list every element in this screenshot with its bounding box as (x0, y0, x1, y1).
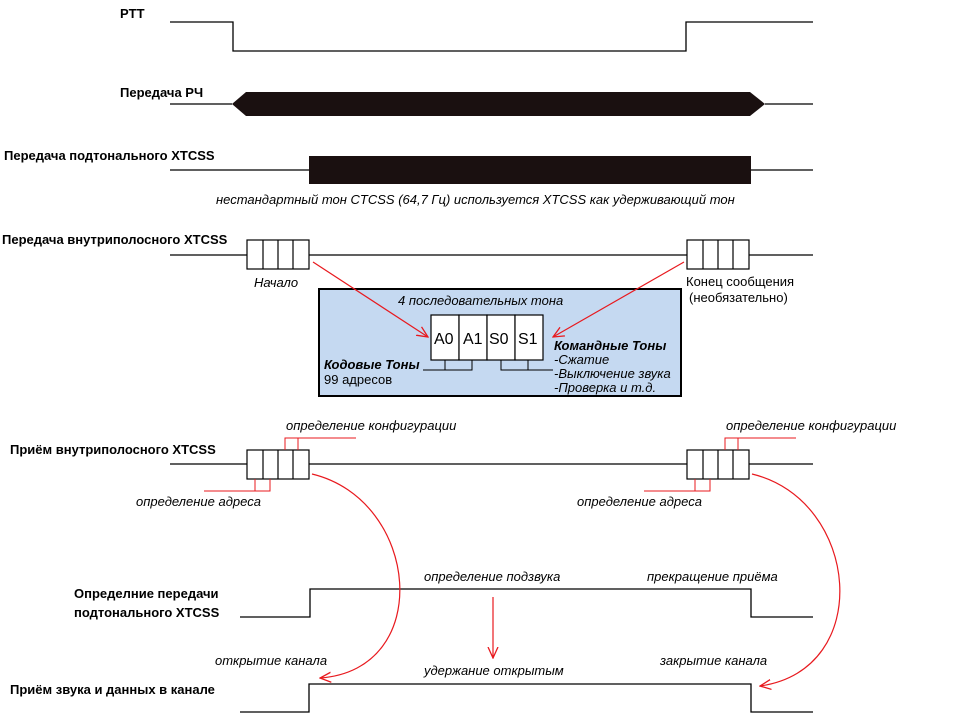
inband-tx-end-tone-block (686, 239, 750, 270)
address-note-left: определение адреса (136, 494, 261, 509)
code-tones-sub: 99 адресов (324, 372, 392, 387)
command-item-check: -Проверка и т.д. (554, 380, 656, 395)
inband-rx-label: Приём внутриполосного XTCSS (10, 442, 216, 457)
subtone-tx-label: Передача подтонального XTCSS (4, 148, 215, 163)
subtone-rx-waveform (240, 588, 813, 618)
open-channel-arrow (311, 473, 401, 678)
start-to-detail-arrow (312, 261, 428, 337)
end-to-detail-arrow (553, 261, 685, 337)
channel-open-note: открытие канала (215, 653, 327, 668)
address-bracket-right-inner (695, 479, 711, 492)
tone-detail-title: 4 последовательных тона (398, 293, 563, 308)
stop-rx-note: прекращение приёма (647, 569, 778, 584)
tone-s1: S1 (518, 331, 538, 348)
config-bracket-right (724, 437, 796, 450)
ptt-label: PTT (120, 6, 145, 21)
config-note-left: определение конфигурации (286, 418, 456, 433)
inband-tx-label: Передача внутриполосного XTCSS (2, 232, 228, 247)
subtone-rx-label-line2: подтонального XTCSS (74, 605, 220, 620)
subtone-tx-note: нестандартный тон CTCSS (64,7 Гц) исполь… (216, 192, 735, 207)
inband-rx-start-tone-block (246, 449, 310, 480)
channel-close-note: закрытие канала (659, 653, 767, 668)
inband-tx-end-note-line2: (необязательно) (689, 290, 788, 305)
channel-hold-note: удержание открытым (423, 663, 564, 678)
rf-tx-label: Передача РЧ (120, 85, 203, 100)
subtone-rx-label-line1: Определние передачи (74, 586, 219, 601)
channel-rx-label: Приём звука и данных в канале (10, 682, 215, 697)
address-note-right: определение адреса (577, 494, 702, 509)
code-tones-title: Кодовые Тоны (324, 357, 420, 372)
command-item-mute: -Выключение звука (554, 366, 671, 381)
tone-a0: A0 (434, 331, 454, 348)
address-bracket-left-inner (255, 479, 271, 492)
squelch-note: определение подзвука (424, 569, 560, 584)
inband-tx-end-note-line1: Конец сообщения (686, 274, 794, 289)
code-tones-bracket (444, 360, 473, 371)
inband-rx-end-tone-block (686, 449, 750, 480)
rf-tx-envelope (232, 92, 765, 116)
inband-tx-start-note: Начало (254, 275, 298, 290)
command-item-compression: -Сжатие (554, 352, 609, 367)
config-note-right: определение конфигурации (726, 418, 896, 433)
close-channel-arrow (751, 473, 841, 686)
ptt-waveform (170, 21, 813, 52)
tone-s0: S0 (489, 331, 509, 348)
config-bracket-left (284, 437, 356, 450)
tone-a1: A1 (463, 331, 483, 348)
address-bracket-left (204, 479, 256, 492)
channel-rx-waveform (240, 683, 813, 713)
command-tones-bracket (500, 360, 529, 371)
inband-tx-start-tone-block (246, 239, 310, 270)
subtone-tx-bar (309, 156, 751, 184)
command-tones-title: Командные Тоны (554, 338, 666, 353)
address-bracket-right (644, 479, 696, 492)
